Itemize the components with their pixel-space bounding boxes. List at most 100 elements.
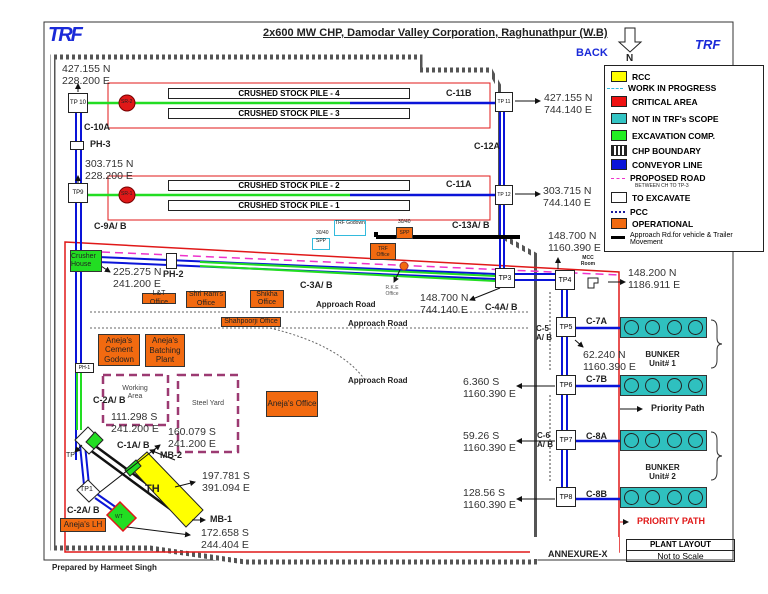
- approach-road-3: Approach Road: [348, 376, 408, 385]
- mb1-label: MB-1: [210, 514, 232, 524]
- excavation-swatch: [611, 130, 627, 141]
- aneja-lh[interactable]: Aneja's LH: [60, 518, 106, 532]
- bunker-row-2: [620, 375, 707, 396]
- c1ab-label: C-1A/ B: [117, 440, 150, 450]
- proposed-road-note: BETWEEN CH TO TP-3: [635, 183, 689, 189]
- c4ab-label: C-4A/ B: [485, 302, 518, 312]
- trf-logo: TRF: [48, 24, 83, 46]
- tp5-box[interactable]: TP5: [556, 317, 576, 337]
- proposed-road: [101, 251, 621, 276]
- rke-marker: [399, 261, 409, 271]
- stock-pile-4: CRUSHED STOCK PILE - 4: [168, 88, 410, 99]
- aneja-batching-plant[interactable]: Aneja's Batching Plant: [145, 334, 185, 367]
- c6ab-label: C-6 A/ B: [537, 431, 553, 449]
- th-label: TH: [145, 483, 160, 495]
- bunker-unit-2: BUNKER Unit# 2: [645, 463, 680, 481]
- rcc-swatch: [611, 71, 627, 82]
- c9ab-label: C-9A/ B: [94, 221, 127, 231]
- priority-path-red: PRIORITY PATH: [637, 516, 706, 526]
- priority-path: Priority Path: [651, 403, 705, 413]
- conveyor-lines: [75, 101, 620, 522]
- approach-road-1: Approach Road: [316, 300, 376, 309]
- tp12-box[interactable]: TP 12: [495, 185, 513, 205]
- stock-pile-2: CRUSHED STOCK PILE - 2: [168, 180, 410, 191]
- c8a-label: C-8A: [586, 431, 608, 441]
- tp7-box[interactable]: TP7: [556, 430, 576, 450]
- tp4-box[interactable]: TP4: [555, 270, 575, 290]
- aneja-cement-godown[interactable]: Aneja's Cement Godown: [98, 334, 140, 366]
- rke-office: R.K.E Office: [385, 285, 399, 297]
- c2ab-label-upper: C-2A/ B: [93, 395, 126, 405]
- operational-swatch: [611, 218, 627, 229]
- tp10-box[interactable]: TP 10: [68, 93, 88, 113]
- steel-yard: [176, 373, 240, 454]
- stockpile-area-south: [107, 175, 491, 221]
- shikha-office[interactable]: Shikha Office: [250, 290, 284, 308]
- chp-boundary: [50, 54, 538, 565]
- shri-ram-office[interactable]: Shri Ram's Office: [186, 291, 226, 308]
- stacker-sr2: SR-2: [121, 99, 133, 105]
- crusher-house[interactable]: Crusher House: [70, 250, 102, 272]
- to-excavate-swatch: [611, 192, 627, 203]
- tp8-box[interactable]: TP8: [556, 487, 576, 507]
- page-title: 2x600 MW CHP, Damodar Valley Corporation…: [263, 27, 608, 39]
- lt-office[interactable]: L&T Office: [142, 290, 176, 306]
- conveyor-swatch: [611, 159, 627, 170]
- transfer-house-th: [124, 451, 204, 528]
- ph2-box[interactable]: [166, 253, 177, 269]
- bunker-unit-1: BUNKER Unit# 1: [645, 350, 680, 368]
- plant-layout-label: PLANT LAYOUT: [627, 540, 734, 551]
- shahpoorji-office[interactable]: Shahpoorji Office: [221, 317, 281, 327]
- mcc-room: MCC Room: [580, 255, 596, 267]
- annexure-label: ANNEXURE-X: [548, 549, 608, 559]
- road-swatch: [611, 177, 625, 179]
- stacker-reclaimer-icons: [118, 94, 136, 204]
- title-block: PLANT LAYOUT Not to Scale: [626, 539, 735, 562]
- c7b-label: C-7B: [586, 374, 608, 384]
- legend: RCC WORK IN PROGRESS CRITICAL AREA NOT I…: [604, 65, 764, 252]
- boundary-swatch: [611, 145, 627, 156]
- working-area: [101, 373, 170, 427]
- c12a-label: C-12A: [474, 141, 501, 151]
- spp2-capacity: 30/40: [398, 219, 411, 225]
- ph3-label: PH-3: [90, 139, 111, 149]
- trf-godown: TRF Godown: [334, 220, 366, 236]
- north-label: N: [626, 53, 634, 64]
- stock-pile-1: CRUSHED STOCK PILE - 1: [168, 200, 410, 211]
- approach-swatch: [611, 236, 625, 239]
- critical-swatch: [611, 96, 627, 107]
- bunker-row-3: [620, 430, 707, 451]
- not-in-scope-swatch: [611, 113, 627, 124]
- trf-office[interactable]: TRF Office: [370, 243, 396, 260]
- bunker-row-4: [620, 487, 707, 508]
- c11b-label: C-11B: [446, 88, 472, 98]
- tp3-box[interactable]: TP3: [495, 268, 515, 288]
- pointer-arrows: [74, 83, 643, 538]
- prepared-by: Prepared by Harmeet Singh: [52, 563, 157, 572]
- back-link[interactable]: BACK: [576, 47, 608, 59]
- c10a-label: C-10A: [84, 122, 111, 132]
- dg-office[interactable]: SPP: [396, 227, 413, 239]
- ph1-box[interactable]: PH-1: [75, 363, 94, 373]
- working-area-label: Working Area: [122, 385, 148, 400]
- wt-label: WT: [115, 514, 123, 520]
- aneja-office[interactable]: Aneja's Office: [266, 391, 318, 417]
- tp9-box[interactable]: TP9: [68, 183, 88, 203]
- bunker-row-1: [620, 317, 707, 338]
- stockpile-area-north: [107, 82, 491, 129]
- tp6-box[interactable]: TP6: [556, 375, 576, 395]
- ph3-box[interactable]: [70, 141, 84, 150]
- tp11-box[interactable]: TP 11: [495, 92, 513, 112]
